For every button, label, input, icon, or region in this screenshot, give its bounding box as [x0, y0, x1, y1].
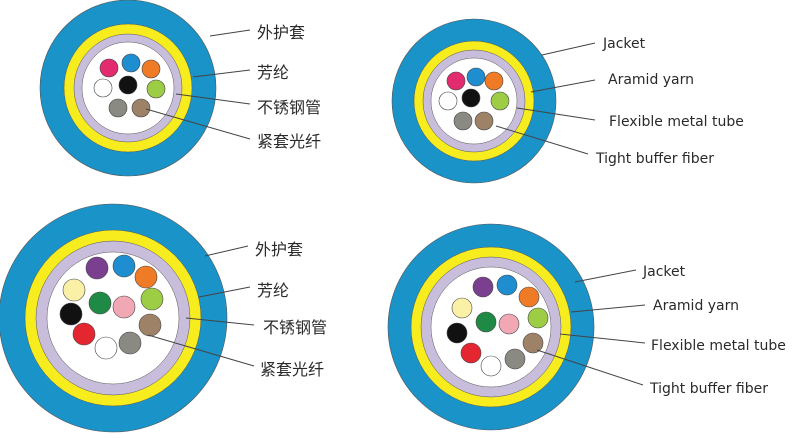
fiber-cream [62, 278, 86, 302]
fiber-cream [451, 297, 473, 319]
fiber-rose [498, 313, 520, 335]
fiber-brown [131, 98, 151, 118]
fiber-lime [140, 287, 164, 311]
metal-tube-label: Flexible metal tube [651, 338, 786, 354]
fiber-purple [85, 256, 109, 280]
fiber-orange [484, 71, 504, 91]
metal-tube-label: Flexible metal tube [609, 114, 744, 130]
fiber-brown [138, 313, 162, 337]
jacket-label: 外护套 [257, 23, 305, 42]
leader-line [495, 125, 589, 155]
fiber-label: 紧套光纤 [257, 132, 321, 151]
fiber-blue [496, 274, 518, 296]
aramid-label: 芳纶 [257, 281, 289, 300]
fiber-pink [446, 71, 466, 91]
fiber-blue [466, 67, 486, 87]
fiber-label: Tight buffer fiber [649, 381, 768, 397]
fiber-gray [453, 111, 473, 131]
fiber-black [59, 302, 83, 326]
fiber-lime [527, 307, 549, 329]
fiber-pink [99, 58, 119, 78]
fiber-orange [518, 286, 540, 308]
metal-tube-label: 不锈钢管 [257, 98, 321, 117]
fiber-red [72, 322, 96, 346]
fiber-black [118, 75, 138, 95]
fiber-white [93, 78, 113, 98]
leader-line [175, 93, 251, 105]
leader-line [570, 304, 646, 313]
fiber-orange [141, 59, 161, 79]
leader-line [574, 269, 637, 283]
leader-line [147, 334, 255, 367]
leader-line [559, 333, 646, 344]
leader-line [530, 79, 596, 93]
fiber-white [480, 355, 502, 377]
aramid-label: Aramid yarn [608, 72, 694, 88]
fiber-purple [472, 276, 494, 298]
fiber-rose [112, 295, 136, 319]
fiber-black [446, 322, 468, 344]
fiber-white [438, 91, 458, 111]
aramid-label: Aramid yarn [653, 298, 739, 314]
jacket-label: 外护套 [255, 240, 303, 259]
fiber-brown [474, 111, 494, 131]
fiber-label: 紧套光纤 [260, 360, 324, 379]
leader-line [185, 317, 255, 326]
fiber-orange [134, 265, 158, 289]
fiber-blue [121, 53, 141, 73]
fiber-lime [490, 91, 510, 111]
fiber-green [88, 291, 112, 315]
jacket-label: Jacket [642, 264, 686, 280]
leader-line [198, 286, 251, 298]
leader-line [541, 42, 596, 56]
jacket-label: Jacket [602, 36, 646, 52]
leader-line [192, 69, 251, 78]
leader-line [145, 108, 251, 140]
fiber-gray [108, 98, 128, 118]
aramid-label: 芳纶 [257, 63, 289, 82]
fiber-red [460, 342, 482, 364]
fiber-gray [504, 348, 526, 370]
leader-line [516, 107, 596, 121]
leader-line [204, 245, 249, 257]
fiber-label: Tight buffer fiber [595, 151, 714, 167]
leader-line [536, 349, 644, 386]
fiber-lime [146, 79, 166, 99]
fiber-white [94, 336, 118, 360]
fiber-brown [522, 332, 544, 354]
fiber-gray [118, 331, 142, 355]
fiber-black [461, 88, 481, 108]
leader-line [209, 29, 251, 37]
fiber-green [475, 311, 497, 333]
metal-tube-label: 不锈钢管 [263, 318, 327, 337]
fiber-blue [112, 254, 136, 278]
